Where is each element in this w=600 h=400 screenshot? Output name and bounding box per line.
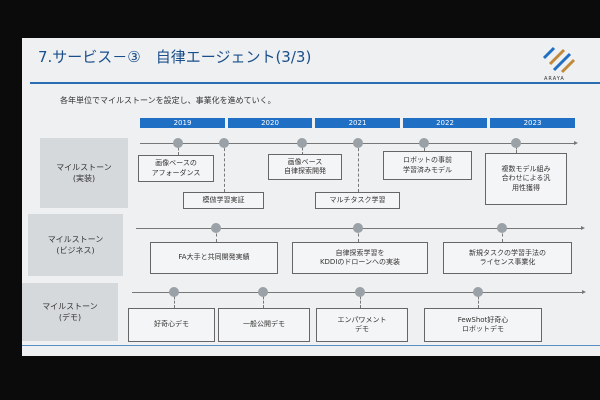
row-label-implementation: マイルストーン (実装) — [40, 138, 128, 208]
connector — [224, 143, 225, 192]
milestone-dot — [353, 138, 363, 148]
milestone-dot — [355, 287, 365, 297]
year-2020: 2020 — [228, 118, 312, 128]
connector — [302, 143, 303, 155]
logo-text: ARAYA — [544, 76, 565, 82]
connector — [502, 228, 503, 242]
milestone-box: 模倣学習実証 — [183, 192, 264, 209]
connector — [360, 292, 361, 308]
milestone-box: FA大手と共同開発実績 — [150, 242, 278, 274]
milestone-dot — [173, 138, 183, 148]
milestone-dot — [169, 287, 179, 297]
row-label-business: マイルストーン (ビジネス) — [28, 214, 123, 276]
milestone-box: 画像ベース 自律探索開発 — [268, 154, 342, 180]
araya-logo — [542, 46, 576, 74]
milestone-dot — [297, 138, 307, 148]
milestone-box: 複数モデル組み 合わせによる汎 用性獲得 — [485, 153, 567, 205]
title-divider — [30, 82, 600, 84]
year-2023: 2023 — [490, 118, 575, 128]
row-label-demo: マイルストーン (デモ) — [22, 283, 118, 341]
connector — [358, 228, 359, 242]
connector — [174, 292, 175, 308]
slide-title: 7.サービス－③ 自律エージェント(3/3) — [38, 48, 312, 66]
year-2022: 2022 — [403, 118, 487, 128]
bottom-divider — [22, 345, 600, 346]
milestone-dot — [497, 223, 507, 233]
year-2019: 2019 — [140, 118, 225, 128]
connector — [478, 292, 479, 308]
milestone-dot — [511, 138, 521, 148]
milestone-dot — [219, 138, 229, 148]
connector — [263, 292, 264, 308]
subtitle: 各年単位でマイルストーンを設定し、事業化を進めていく。 — [60, 96, 276, 105]
milestone-box: 画像ベースの アフォーダンス — [138, 155, 214, 182]
milestone-box: 新規タスクの学習手法の ライセンス事業化 — [443, 242, 572, 274]
milestone-box: 一般公開デモ — [218, 308, 310, 342]
milestone-box: ロボットの事前 学習済みモデル — [383, 151, 472, 180]
milestone-dot — [211, 223, 221, 233]
connector — [178, 143, 179, 155]
milestone-box: FewShot好奇心 ロボットデモ — [424, 308, 542, 342]
milestone-dot — [419, 138, 429, 148]
milestone-dot — [258, 287, 268, 297]
milestone-box: 自律探索学習を KDDIのドローンへの実装 — [292, 242, 428, 274]
milestone-box: エンパワメント デモ — [316, 308, 408, 342]
connector — [216, 228, 217, 242]
year-2021: 2021 — [315, 118, 400, 128]
milestone-box: 好奇心デモ — [128, 308, 215, 342]
connector — [358, 143, 359, 192]
milestone-box: マルチタスク学習 — [315, 192, 400, 209]
milestone-dot — [473, 287, 483, 297]
milestone-dot — [353, 223, 363, 233]
connector — [516, 143, 517, 153]
